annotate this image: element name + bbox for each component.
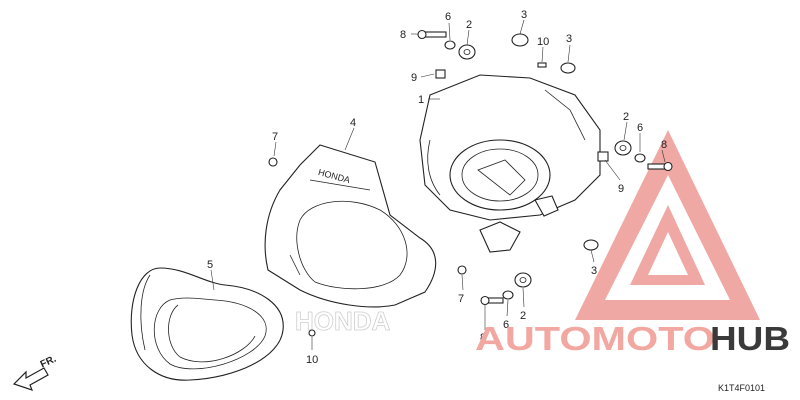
callout-8: 8 [480, 332, 486, 344]
callout-9: 9 [618, 183, 624, 195]
fasteners [268, 29, 673, 337]
watermark-text-auto: AUTOMOTO [475, 320, 715, 357]
callout-3: 3 [566, 33, 572, 45]
washer-icon [634, 153, 646, 163]
callout-8: 8 [661, 139, 667, 151]
bolt-icon [647, 161, 673, 172]
callout-3: 3 [521, 9, 527, 21]
grommet-icon [458, 44, 476, 60]
bolt-icon [417, 29, 447, 40]
callout-6: 6 [445, 11, 451, 23]
watermark-text-hub: HUB [710, 320, 790, 357]
callout-7: 7 [458, 293, 464, 305]
callout-6: 6 [637, 122, 643, 134]
washer-icon [444, 40, 456, 50]
clip-icon [435, 69, 446, 79]
callout-6: 6 [503, 319, 509, 331]
washer-icon [502, 290, 514, 300]
nut-icon [583, 239, 599, 251]
grommet-icon [514, 272, 532, 288]
headlight-cover [264, 144, 437, 308]
nut-icon [560, 62, 576, 74]
screw-icon [268, 157, 278, 167]
screw-icon [457, 265, 467, 275]
screw-icon [537, 62, 547, 68]
callout-10: 10 [306, 354, 318, 366]
callout-7: 7 [272, 131, 278, 143]
callout-10: 10 [537, 36, 549, 48]
callout-5: 5 [207, 259, 213, 271]
watermark-logo [575, 130, 760, 320]
bolt-icon [480, 295, 504, 306]
callout-3: 3 [591, 265, 597, 277]
nut-icon [511, 33, 529, 47]
callout-4: 4 [350, 117, 356, 129]
grommet-icon [614, 140, 632, 156]
callout-2: 2 [623, 111, 629, 123]
bezel-rim [130, 267, 284, 381]
clip-icon [597, 151, 609, 162]
screw-icon [308, 329, 316, 337]
leader-lines [210, 19, 666, 350]
callout-8: 8 [400, 29, 406, 41]
callout-1: 1 [418, 94, 424, 106]
callout-2: 2 [520, 310, 526, 322]
diagram-code: K1T4F0101 [718, 383, 765, 393]
front-arrow-label: FR. [39, 354, 58, 371]
front-arrow: FR. [12, 354, 58, 391]
callout-2: 2 [466, 19, 472, 31]
callouts: 8 6 2 3 10 3 9 1 4 7 2 6 8 9 3 5 7 2 6 8… [207, 9, 667, 366]
headlight-unit [419, 74, 601, 253]
callout-9: 9 [411, 72, 417, 84]
